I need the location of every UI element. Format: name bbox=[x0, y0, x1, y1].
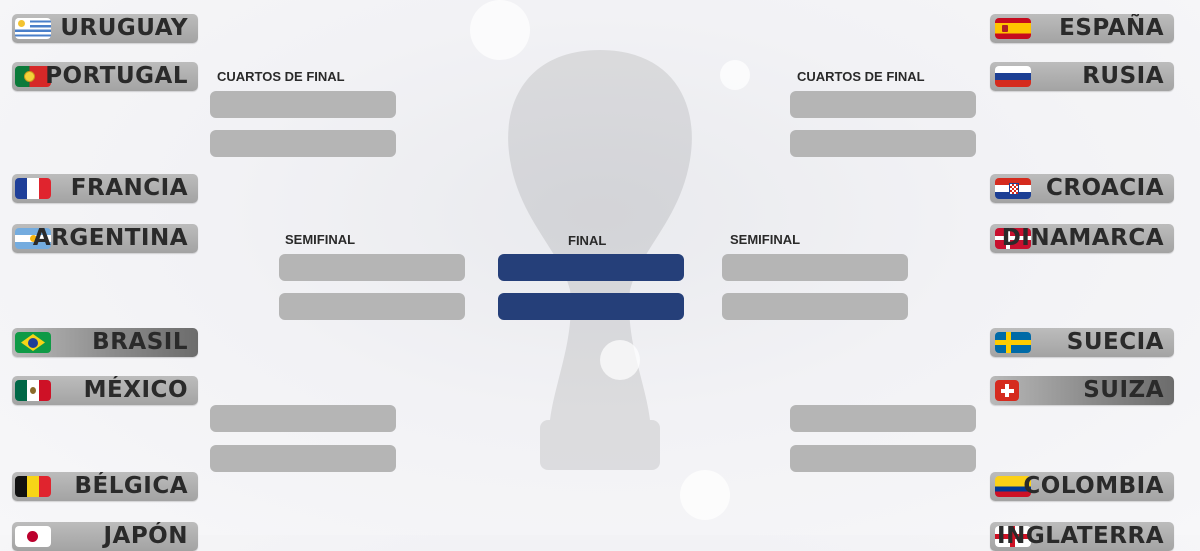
final-slot-1[interactable] bbox=[498, 254, 684, 281]
final-label: FINAL bbox=[568, 233, 607, 248]
uruguay-flag-icon bbox=[15, 18, 51, 39]
croatia-flag-icon bbox=[995, 178, 1031, 199]
team-name: ESPAÑA bbox=[1059, 15, 1164, 41]
bokeh-light bbox=[470, 0, 530, 60]
quarterfinal-slot-right-2[interactable] bbox=[790, 130, 976, 157]
quarterfinal-slot-right-4[interactable] bbox=[790, 445, 976, 472]
team-name: MÉXICO bbox=[83, 377, 188, 403]
team-name: INGLATERRA bbox=[997, 523, 1164, 549]
quarterfinal-label-left: CUARTOS DE FINAL bbox=[217, 69, 345, 84]
team-belgium[interactable]: BÉLGICA bbox=[12, 472, 198, 501]
bokeh-light bbox=[600, 340, 640, 380]
final-slot-2[interactable] bbox=[498, 293, 684, 320]
team-colombia[interactable]: COLOMBIA bbox=[990, 472, 1174, 501]
team-france[interactable]: FRANCIA bbox=[12, 174, 198, 203]
team-spain[interactable]: ESPAÑA bbox=[990, 14, 1174, 43]
belgium-flag-icon bbox=[15, 476, 51, 497]
colombia-flag-icon bbox=[995, 476, 1031, 497]
team-denmark[interactable]: DINAMARCA bbox=[990, 224, 1174, 253]
team-name: ARGENTINA bbox=[32, 225, 188, 251]
team-argentina[interactable]: ARGENTINA bbox=[12, 224, 198, 253]
argentina-flag-icon bbox=[15, 228, 51, 249]
team-name: SUIZA bbox=[1083, 377, 1164, 403]
team-portugal[interactable]: PORTUGAL bbox=[12, 62, 198, 91]
mexico-flag-icon bbox=[15, 380, 51, 401]
team-name: SUECIA bbox=[1066, 329, 1164, 355]
team-england[interactable]: INGLATERRA bbox=[990, 522, 1174, 551]
spain-flag-icon bbox=[995, 18, 1031, 39]
team-uruguay[interactable]: URUGUAY bbox=[12, 14, 198, 43]
brazil-flag-icon bbox=[15, 332, 51, 353]
quarterfinal-slot-right-1[interactable] bbox=[790, 91, 976, 118]
bokeh-light bbox=[720, 60, 750, 90]
team-name: JAPÓN bbox=[103, 523, 188, 549]
team-brazil[interactable]: BRASIL bbox=[12, 328, 198, 357]
quarterfinal-slot-right-3[interactable] bbox=[790, 405, 976, 432]
switzerland-flag-icon bbox=[995, 380, 1019, 401]
semifinal-slot-left-1[interactable] bbox=[279, 254, 465, 281]
bokeh-light bbox=[680, 470, 730, 520]
team-name: URUGUAY bbox=[60, 15, 188, 41]
team-russia[interactable]: RUSIA bbox=[990, 62, 1174, 91]
quarterfinal-slot-left-4[interactable] bbox=[210, 445, 396, 472]
team-japan[interactable]: JAPÓN bbox=[12, 522, 198, 551]
semifinal-label-left: SEMIFINAL bbox=[285, 232, 356, 247]
semifinal-slot-right-2[interactable] bbox=[722, 293, 908, 320]
denmark-flag-icon bbox=[995, 228, 1031, 249]
semifinal-slot-left-2[interactable] bbox=[279, 293, 465, 320]
portugal-flag-icon bbox=[15, 66, 51, 87]
sweden-flag-icon bbox=[995, 332, 1031, 353]
japan-flag-icon bbox=[15, 526, 51, 547]
quarterfinal-slot-left-2[interactable] bbox=[210, 130, 396, 157]
team-name: RUSIA bbox=[1082, 63, 1164, 89]
semifinal-label-right: SEMIFINAL bbox=[730, 232, 801, 247]
team-croatia[interactable]: CROACIA bbox=[990, 174, 1174, 203]
team-name: COLOMBIA bbox=[1023, 473, 1164, 499]
world-cup-trophy-watermark bbox=[508, 50, 692, 470]
team-sweden[interactable]: SUECIA bbox=[990, 328, 1174, 357]
team-name: FRANCIA bbox=[70, 175, 188, 201]
team-name: CROACIA bbox=[1045, 175, 1164, 201]
team-switzerland[interactable]: SUIZA bbox=[990, 376, 1174, 405]
semifinal-slot-right-1[interactable] bbox=[722, 254, 908, 281]
team-mexico[interactable]: MÉXICO bbox=[12, 376, 198, 405]
quarterfinal-slot-left-1[interactable] bbox=[210, 91, 396, 118]
team-name: BRASIL bbox=[92, 329, 188, 355]
team-name: BÉLGICA bbox=[74, 473, 188, 499]
team-name: PORTUGAL bbox=[45, 63, 188, 89]
team-name: DINAMARCA bbox=[1001, 225, 1164, 251]
france-flag-icon bbox=[15, 178, 51, 199]
russia-flag-icon bbox=[995, 66, 1031, 87]
quarterfinal-slot-left-3[interactable] bbox=[210, 405, 396, 432]
quarterfinal-label-right: CUARTOS DE FINAL bbox=[797, 69, 925, 84]
